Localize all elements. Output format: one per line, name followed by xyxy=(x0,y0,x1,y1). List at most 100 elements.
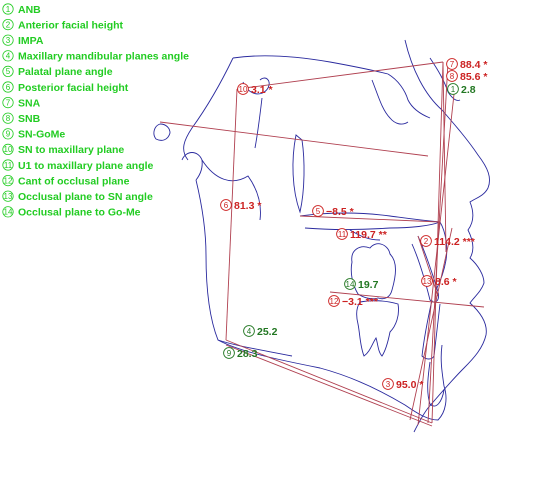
measurement-value: −3.1 *** xyxy=(342,296,379,308)
legend-number: 13 xyxy=(4,192,13,201)
legend-item: 14 Occlusal plane to Go-Me xyxy=(2,206,141,219)
measurement-number: 4 xyxy=(247,327,252,336)
legend-number-circle xyxy=(2,206,14,218)
legend-item: 4 Maxillary mandibular planes angle xyxy=(2,50,189,63)
legend-label: SN to maxillary plane xyxy=(18,144,124,156)
legend-number-circle xyxy=(2,128,14,140)
na-line xyxy=(442,61,447,253)
legend-item: 10 SN to maxillary plane xyxy=(2,143,124,156)
measurement-number: 10 xyxy=(239,85,248,94)
legend-number: 9 xyxy=(6,130,11,139)
legend-number-circle xyxy=(2,159,14,171)
legend-number-circle xyxy=(2,143,14,155)
lower-molar xyxy=(356,300,399,357)
upper-incisor-axis xyxy=(417,235,439,297)
measurement-value: −8.5 * xyxy=(326,206,355,218)
measurement-6: 6 81.3 * xyxy=(220,199,262,212)
legend-label: Maxillary mandibular planes angle xyxy=(18,51,189,63)
legend-label: Palatal plane angle xyxy=(18,66,113,78)
legend-number: 10 xyxy=(4,145,13,154)
legend-number-circle xyxy=(2,65,14,78)
measurement-number: 7 xyxy=(450,60,455,69)
legend-label: Posterior facial height xyxy=(18,82,129,94)
measurement-value: 81.3 * xyxy=(234,200,262,212)
legend-number: 8 xyxy=(6,114,11,123)
legend-number-circle xyxy=(2,112,14,124)
measurement-number-circle xyxy=(223,347,235,359)
legend-label: ANB xyxy=(18,4,41,16)
mandibular-plane xyxy=(225,339,433,424)
clivus xyxy=(254,97,263,149)
frankfort-line xyxy=(159,121,429,157)
measurement-number-circle xyxy=(312,205,324,217)
measurement-number: 11 xyxy=(338,230,347,239)
measurement-value: 2.8 xyxy=(461,84,476,96)
measurement-number-circle xyxy=(446,70,458,82)
legend-number-circle xyxy=(2,3,14,15)
measurement-value: 8.6 * xyxy=(435,276,458,288)
measurement-number: 12 xyxy=(330,297,339,306)
legend-number: 1 xyxy=(6,5,11,14)
measurement-value: 85.6 * xyxy=(460,71,488,83)
measurement-value: 25.2 xyxy=(257,326,278,338)
legend-number-circle xyxy=(2,175,14,187)
measurement-3: 3 95.0 * xyxy=(382,378,424,391)
sigmoid-notch xyxy=(201,159,261,221)
lower-incisor-axis xyxy=(409,227,453,421)
measurement-number-circle xyxy=(328,295,340,307)
facial-line xyxy=(417,84,456,426)
occlusal-plane xyxy=(329,291,485,308)
measurement-number: 14 xyxy=(346,280,355,289)
measurement-12: 12−3.1 *** xyxy=(328,295,379,308)
measurement-number: 1 xyxy=(451,85,456,94)
maxilla-anterior xyxy=(435,221,448,291)
legend-number: 2 xyxy=(6,20,11,29)
measurement-number-circle xyxy=(237,83,249,95)
legend-number: 11 xyxy=(4,161,13,170)
legend-number: 14 xyxy=(4,208,13,217)
legend-number-circle xyxy=(2,50,14,62)
measurement-number-circle xyxy=(420,235,432,247)
measurement-number: 5 xyxy=(316,207,321,216)
legend-label: SNA xyxy=(18,97,41,109)
measurement-value: 119.7 ** xyxy=(350,229,388,241)
measurement-value: 88.4 * xyxy=(460,59,488,71)
legend-item: 5 Palatal plane angle xyxy=(2,65,113,78)
measurement-5: 5 −8.5 * xyxy=(312,205,355,218)
mandible-outline xyxy=(195,179,447,421)
posterior-facial-height-line xyxy=(225,88,238,341)
reference-lines xyxy=(159,61,485,427)
measurement-number-circle xyxy=(382,378,394,390)
legend-label: Occlusal plane to Go-Me xyxy=(18,207,141,219)
condyle xyxy=(181,152,203,181)
measurement-number: 6 xyxy=(224,201,229,210)
measurement-number-circle xyxy=(446,58,458,70)
measurement-number: 3 xyxy=(386,380,391,389)
legend-item: 1 ANB xyxy=(2,3,41,16)
measurement-value: 95.0 * xyxy=(396,379,424,391)
measurement-number: 9 xyxy=(227,349,232,358)
legend-number: 4 xyxy=(6,52,11,61)
legend-number-circle xyxy=(2,19,14,31)
legend-number-circle xyxy=(2,81,14,93)
legend-number: 5 xyxy=(6,67,11,76)
measurement-number-circle xyxy=(344,278,356,290)
measurement-number: 13 xyxy=(423,277,432,286)
